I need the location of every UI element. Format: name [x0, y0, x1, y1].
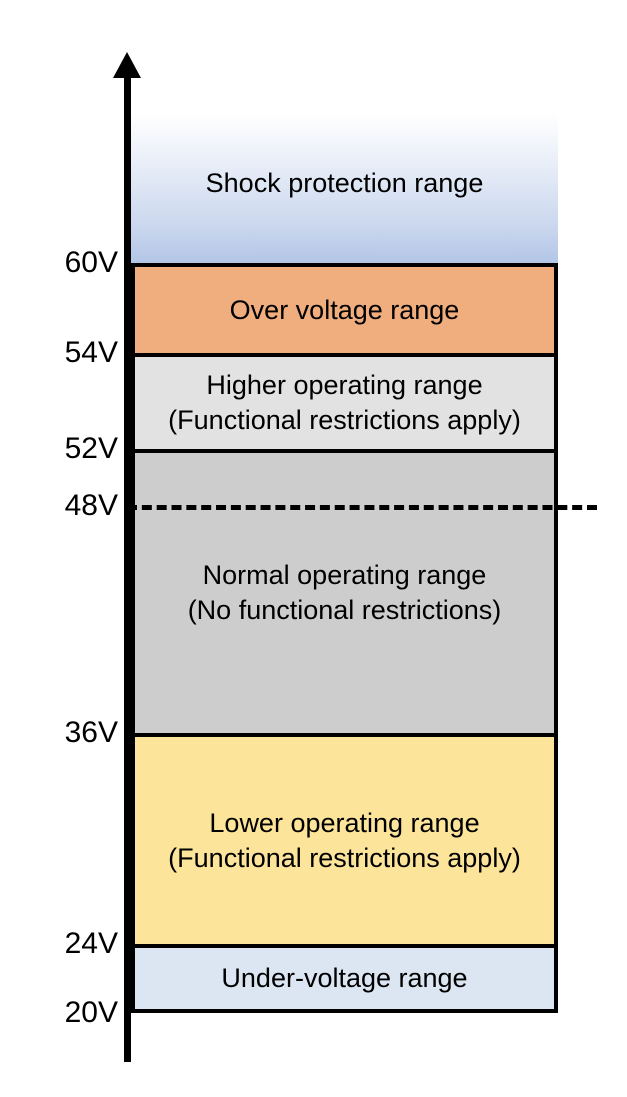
- axis-tick-label-54v: 54V: [64, 336, 118, 369]
- band-label-line1: Shock protection range: [205, 168, 484, 199]
- axis-tick-label-52v: 52V: [64, 432, 118, 465]
- axis-tick-label-60v: 60V: [64, 246, 118, 279]
- band-label-line2: (Functional restrictions apply): [168, 405, 521, 435]
- band-label-line1: Higher operating range: [206, 370, 483, 401]
- band-label-line2: (No functional restrictions): [187, 595, 502, 625]
- axis-tick-label-36v: 36V: [64, 716, 118, 749]
- band-shock-protection: Shock protection range: [131, 104, 558, 263]
- band-over-voltage: Over voltage range: [131, 263, 558, 353]
- band-label-line1: Over voltage range: [229, 294, 460, 325]
- axis-tick-label-20v: 20V: [64, 996, 118, 1029]
- band-lower-operating: Lower operating range (Functional restri…: [131, 733, 558, 944]
- band-label-line1: Under-voltage range: [221, 963, 468, 994]
- band-normal-operating: Normal operating range (No functional re…: [131, 449, 558, 733]
- axis-tick-label-48v: 48V: [64, 489, 118, 522]
- band-label-line2: (Functional restrictions apply): [168, 842, 521, 873]
- band-label-line1: Lower operating range: [209, 807, 480, 838]
- axis-tick-label-24v: 24V: [64, 927, 118, 960]
- band-under-voltage: Under-voltage range: [131, 944, 558, 1013]
- band-label-line1: Normal operating range: [202, 560, 487, 591]
- band-higher-operating: Higher operating range (Functional restr…: [131, 353, 558, 449]
- voltage-axis-line: [124, 72, 131, 1062]
- nominal-voltage-dashed-line: [127, 505, 597, 510]
